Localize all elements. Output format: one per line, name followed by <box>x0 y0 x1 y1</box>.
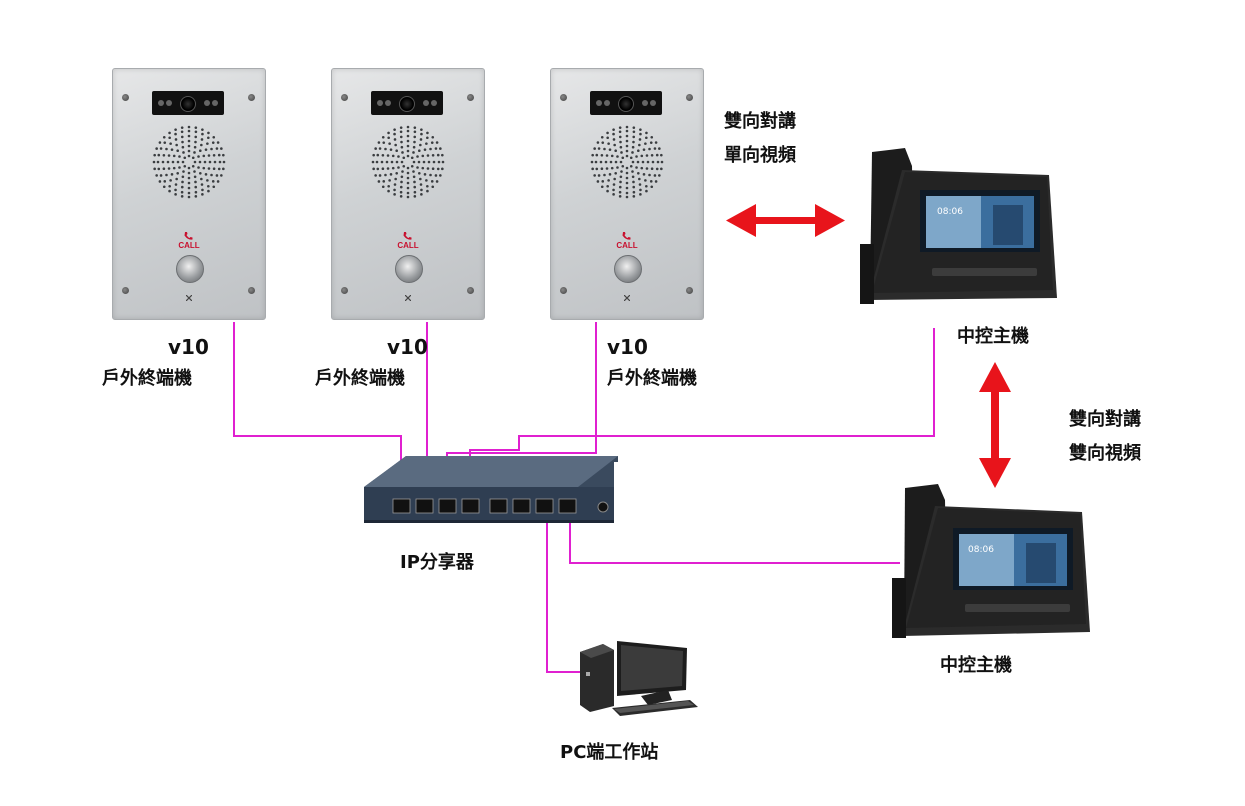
cable-terminal-1 <box>233 322 402 505</box>
call-button[interactable] <box>614 255 642 283</box>
terminal-1-model: v10 <box>168 335 209 359</box>
microphone-icon <box>186 295 192 301</box>
screw-icon <box>560 287 567 294</box>
camera-icon <box>152 91 224 115</box>
screw-icon <box>686 94 693 101</box>
terminal-3-model: v10 <box>607 335 648 359</box>
terminal-3-label: 戶外終端機 <box>607 368 697 389</box>
speaker-grille-icon <box>371 125 445 199</box>
cable-console-2 <box>569 515 900 564</box>
top-link-line1: 雙向對講 <box>724 111 796 132</box>
camera-icon <box>371 91 443 115</box>
right-link-line2: 雙向視頻 <box>1069 443 1141 464</box>
terminal-2-label: 戶外終端機 <box>315 368 405 389</box>
outdoor-terminal-2: CALL <box>331 68 485 320</box>
arrow-horizontal <box>726 204 845 237</box>
screw-icon <box>686 287 693 294</box>
outdoor-terminal-3: CALL <box>550 68 704 320</box>
call-button[interactable] <box>176 255 204 283</box>
console-2-time: 08:06 <box>968 545 994 555</box>
screw-icon <box>341 287 348 294</box>
call-label: CALL <box>397 241 419 250</box>
right-link-line1: 雙向對講 <box>1069 409 1141 430</box>
switch-label: IP分享器 <box>400 552 474 573</box>
call-button[interactable] <box>395 255 423 283</box>
outdoor-terminal-1: CALL <box>112 68 266 320</box>
ip-switch <box>364 456 618 523</box>
screw-icon <box>341 94 348 101</box>
microphone-icon <box>624 295 630 301</box>
console-phone-1: 08:06 <box>860 148 1057 304</box>
phone-icon <box>622 232 631 240</box>
phone-icon <box>184 232 193 240</box>
screw-icon <box>248 287 255 294</box>
switch-ports <box>392 498 577 514</box>
phone-icon <box>403 232 412 240</box>
terminal-1-label: 戶外終端機 <box>102 368 192 389</box>
pc-label: PC端工作站 <box>560 742 659 763</box>
speaker-grille-icon <box>152 125 226 199</box>
screw-icon <box>467 287 474 294</box>
screw-icon <box>560 94 567 101</box>
terminal-2-model: v10 <box>387 335 428 359</box>
screw-icon <box>467 94 474 101</box>
screw-icon <box>122 287 129 294</box>
call-label: CALL <box>178 241 200 250</box>
pc-workstation-icon <box>580 641 698 716</box>
console-phone-2: 08:06 <box>892 484 1090 638</box>
camera-icon <box>590 91 662 115</box>
call-label: CALL <box>616 241 638 250</box>
screw-icon <box>122 94 129 101</box>
microphone-icon <box>405 295 411 301</box>
console-1-label: 中控主機 <box>957 326 1029 347</box>
console-2-label: 中控主機 <box>940 655 1012 676</box>
cable-pc <box>546 515 590 673</box>
console-1-time: 08:06 <box>937 207 963 217</box>
screw-icon <box>248 94 255 101</box>
speaker-grille-icon <box>590 125 664 199</box>
arrow-vertical <box>979 362 1011 488</box>
top-link-line2: 單向視頻 <box>724 145 796 166</box>
